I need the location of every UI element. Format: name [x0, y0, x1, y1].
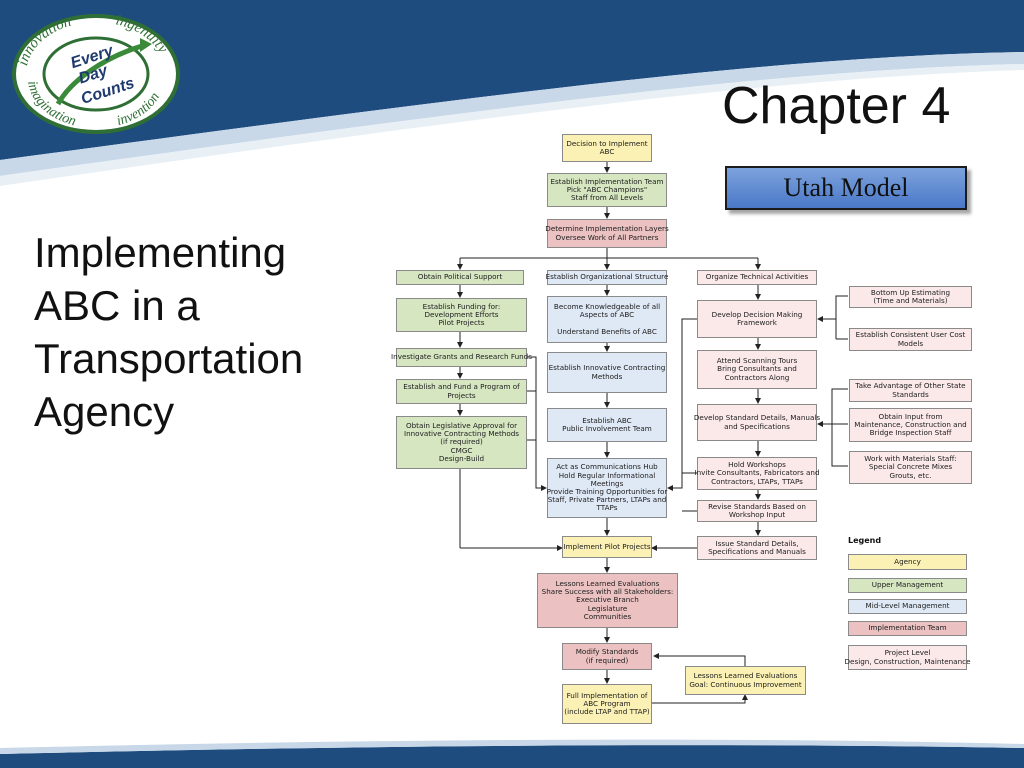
header-background: [0, 0, 1024, 186]
legend-mid-level-management: Mid-Level Management: [848, 599, 967, 614]
political-support-box: Obtain Political Support: [396, 270, 524, 285]
footer-background: [0, 739, 1024, 768]
subtitle-line: ABC in a: [34, 282, 200, 329]
technical-activities-box: Organize Technical Activities: [697, 270, 817, 285]
modify-standards-box: Modify Standards(if required): [562, 643, 652, 670]
subtitle-line: Transportation: [34, 335, 304, 382]
every-day-counts-logo: innovation ingenuity imagination inventi…: [12, 12, 180, 134]
bottom-up-estimating-box: Bottom Up Estimating(Time and Materials): [849, 286, 972, 308]
organizational-structure-box: Establish Organizational Structure: [546, 270, 668, 285]
legend-implementation-team: Implementation Team: [848, 621, 967, 636]
subtitle-line: Implementing: [34, 229, 287, 276]
subtitle-line: Agency: [34, 388, 175, 435]
grants-box: Investigate Grants and Research Funds: [391, 348, 532, 367]
legend-title: Legend: [848, 536, 882, 545]
legend-upper-management: Upper Management: [848, 578, 967, 593]
slide-subtitle: Implementing ABC in a Transportation Age…: [34, 226, 354, 438]
chapter-title: Chapter 4: [722, 77, 951, 135]
materials-staff-box: Work with Materials Staff:Special Concre…: [849, 451, 972, 484]
legend-agency: Agency: [848, 554, 967, 570]
pilot-projects-box: Implement Pilot Projects: [562, 536, 652, 558]
issue-standards-box: Issue Standard Details,Specifications an…: [697, 536, 817, 560]
funding-box: Establish Funding for:Development Effort…: [396, 298, 527, 332]
utah-model-label: Utah Model: [725, 166, 967, 210]
